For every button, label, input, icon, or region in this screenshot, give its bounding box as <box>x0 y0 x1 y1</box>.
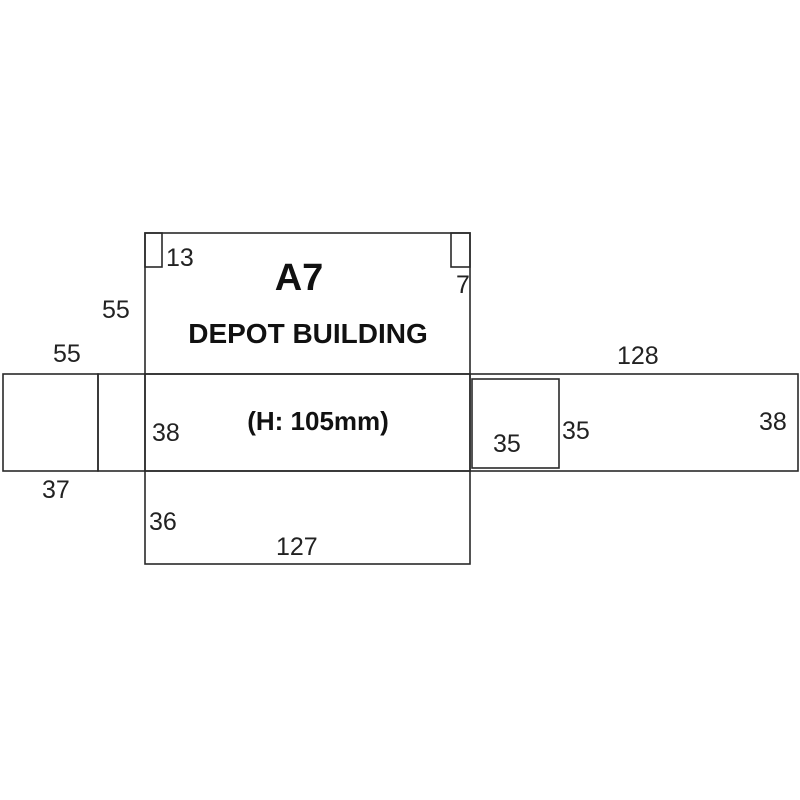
dim-right-flap-width: 35 <box>493 430 521 458</box>
right-flap-outline <box>471 378 560 469</box>
dim-tab-top-left: 13 <box>166 244 194 272</box>
dim-base-length: 127 <box>276 533 318 561</box>
dim-left-end-height: 55 <box>53 340 81 368</box>
left-end-panel-outline <box>2 373 99 472</box>
top-right-tab-outline <box>450 232 471 268</box>
left-side-panel-outline <box>97 373 146 472</box>
model-code: A7 <box>275 257 324 299</box>
dim-right-side-length: 128 <box>617 342 659 370</box>
dim-front-panel-height: 55 <box>102 296 130 324</box>
dim-right-flap-height: 35 <box>562 417 590 445</box>
right-side-panel-outline <box>469 373 799 472</box>
model-name: DEPOT BUILDING <box>188 318 428 349</box>
dim-left-end-width: 37 <box>42 476 70 504</box>
base-panel-outline <box>144 470 471 565</box>
height-note: (H: 105mm) <box>247 406 389 436</box>
dim-base-depth: 36 <box>149 508 177 536</box>
dim-right-end-height: 38 <box>759 408 787 436</box>
dim-roof-depth: 38 <box>152 419 180 447</box>
dim-tab-top-right: 7 <box>456 271 470 299</box>
top-left-tab-outline <box>144 232 163 268</box>
